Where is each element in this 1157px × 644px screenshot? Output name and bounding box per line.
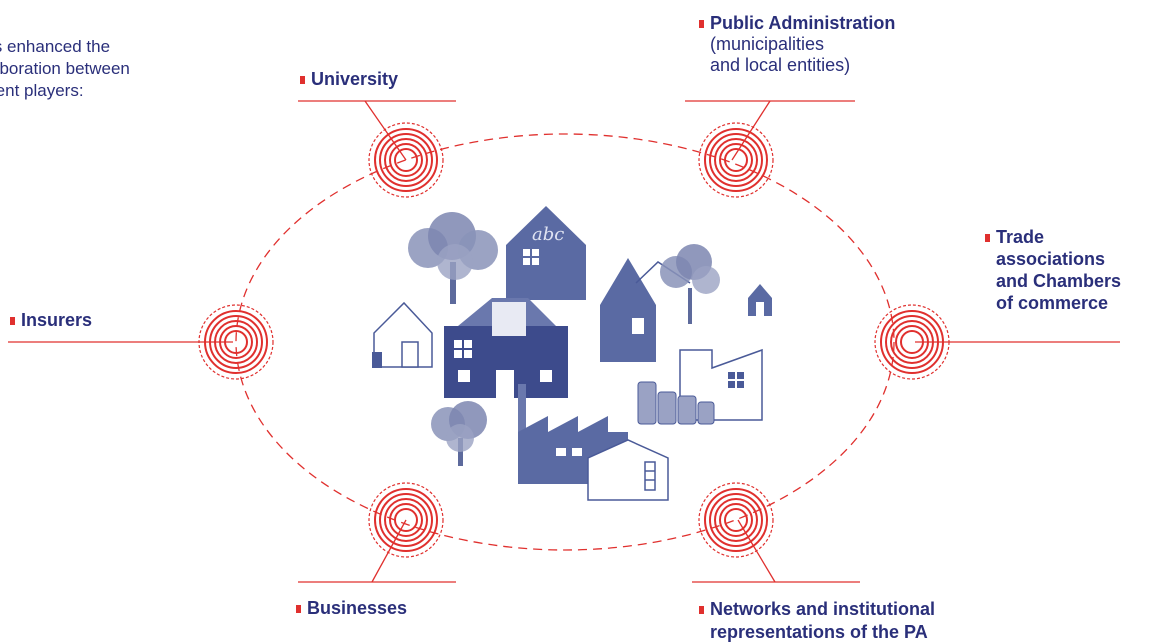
intro-line-1: is enhanced the bbox=[0, 37, 111, 56]
public-admin-detail-1: (municipalities bbox=[710, 34, 825, 54]
public-admin-detail-2: and local entities) bbox=[710, 55, 851, 75]
bullet-icon bbox=[300, 76, 305, 84]
outline-house-icon bbox=[372, 301, 433, 368]
public-admin-connector bbox=[731, 100, 771, 161]
networks-target-icon bbox=[698, 482, 774, 558]
university-label: University bbox=[300, 69, 398, 90]
bullet-icon bbox=[10, 317, 15, 325]
insurers-label: Insurers bbox=[10, 310, 92, 331]
collaboration-ring bbox=[235, 133, 895, 551]
networks-line-1: Networks and institutional bbox=[710, 599, 936, 619]
insurers-target-icon bbox=[198, 304, 274, 380]
factory-icon bbox=[518, 384, 669, 501]
bullet-icon bbox=[699, 20, 704, 28]
bullet-icon bbox=[699, 606, 704, 614]
insurers-name: Insurers bbox=[21, 310, 93, 330]
trade-line-1: Trade bbox=[996, 227, 1045, 247]
networks-label: Networks and institutional representatio… bbox=[699, 598, 935, 644]
community-illustration: abc bbox=[372, 206, 772, 501]
trade-line-4: of commerce bbox=[996, 293, 1109, 313]
tree-icon bbox=[660, 244, 720, 324]
university-name: University bbox=[311, 69, 399, 89]
bullet-icon bbox=[296, 605, 301, 613]
school-house-icon: abc bbox=[506, 206, 586, 300]
networks-line-2: representations of the PA bbox=[710, 622, 928, 642]
businesses-label: Businesses bbox=[296, 598, 407, 619]
bullet-icon bbox=[985, 234, 990, 242]
tree-icon bbox=[408, 212, 498, 304]
chalkboard-text: abc bbox=[532, 224, 564, 245]
intro-text: is enhanced the aboration between rent p… bbox=[0, 36, 200, 102]
public-admin-label: Public Administration (municipalities an… bbox=[699, 13, 895, 76]
public-admin-target-icon bbox=[698, 122, 774, 198]
intro-line-3: rent players: bbox=[0, 81, 84, 100]
businesses-name: Businesses bbox=[307, 598, 408, 618]
trade-label: Trade associations and Chambers of comme… bbox=[985, 226, 1121, 314]
silos-icon bbox=[637, 381, 715, 425]
tree-icon bbox=[431, 401, 487, 466]
public-admin-name: Public Administration bbox=[710, 13, 896, 33]
town-hall-icon bbox=[444, 298, 568, 398]
small-hut-icon bbox=[748, 284, 772, 316]
trade-target-icon bbox=[874, 304, 950, 380]
trade-line-3: and Chambers bbox=[996, 271, 1122, 291]
trade-line-2: associations bbox=[996, 249, 1106, 269]
intro-line-2: aboration between bbox=[0, 59, 130, 78]
